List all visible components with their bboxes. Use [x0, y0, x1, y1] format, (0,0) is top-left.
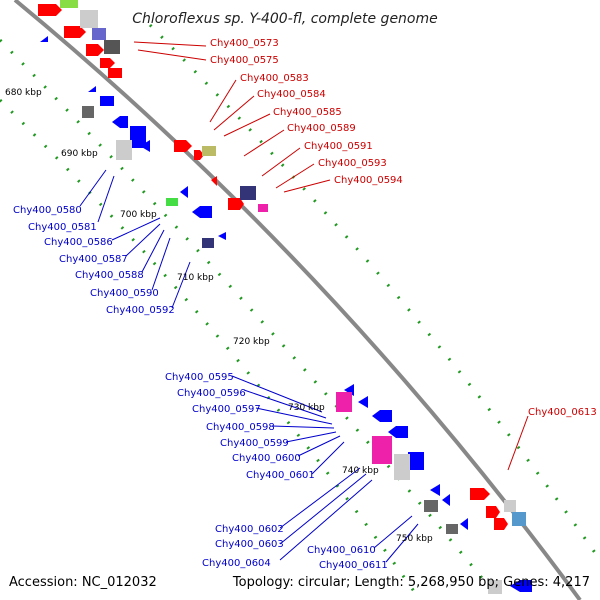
forward-genes	[38, 4, 508, 530]
kbp-tick-label: 690 kbp	[61, 149, 98, 159]
gene-label: Chy400_0584	[257, 89, 326, 100]
gene-label: Chy400_0593	[318, 158, 387, 169]
gene-label: Chy400_0596	[177, 388, 246, 399]
gene-label: Chy400_0573	[210, 38, 279, 49]
gene-label: Chy400_0575	[210, 55, 279, 66]
gene-label: Chy400_0589	[287, 123, 356, 134]
gene-label: Chy400_0581	[28, 222, 97, 233]
gene-label: Chy400_0611	[319, 560, 388, 571]
kbp-tick-label: 750 kbp	[396, 534, 433, 544]
blue-leader-lines	[79, 169, 419, 563]
gene-label: Chy400_0597	[192, 404, 261, 415]
other-genes	[60, 0, 526, 594]
gene-label: Chy400_0603	[215, 539, 284, 550]
gene-label: Chy400_0587	[59, 254, 128, 265]
gene-label: Chy400_0610	[307, 545, 376, 556]
gene-label: Chy400_0602	[215, 524, 284, 535]
map-title: Chloroflexus sp. Y-400-fl, complete geno…	[132, 11, 438, 27]
gene-label: Chy400_0599	[220, 438, 289, 449]
kbp-tick-label: 740 kbp	[342, 466, 379, 476]
gene-label: Chy400_0580	[13, 205, 82, 216]
gene-label: Chy400_0585	[273, 107, 342, 118]
gene-label: Chy400_0583	[240, 73, 309, 84]
kbp-tick-label: 700 kbp	[120, 210, 157, 220]
kbp-tick-label: 730 kbp	[288, 403, 325, 413]
red-leader-lines	[133, 41, 529, 471]
gene-label: Chy400_0613	[528, 407, 597, 418]
gene-label: Chy400_0604	[202, 558, 271, 569]
topology-text: Topology: circular; Length: 5,268,950 bp…	[232, 575, 590, 590]
gene-label: Chy400_0586	[44, 237, 113, 248]
gene-label: Chy400_0592	[106, 305, 175, 316]
gene-label: Chy400_0600	[232, 453, 301, 464]
kbp-tick-label: 710 kbp	[177, 273, 214, 283]
gene-label: Chy400_0594	[334, 175, 403, 186]
gene-label: Chy400_0590	[90, 288, 159, 299]
gene-label: Chy400_0595	[165, 372, 234, 383]
gc-track-outer	[148, 23, 600, 561]
reverse-genes	[40, 36, 532, 592]
gene-label: Chy400_0598	[206, 422, 275, 433]
gene-label: Chy400_0601	[246, 470, 315, 481]
gene-label: Chy400_0591	[304, 141, 373, 152]
kbp-tick-label: 720 kbp	[233, 337, 270, 347]
kbp-tick-label: 680 kbp	[5, 88, 42, 98]
accession-text: Accession: NC_012032	[9, 575, 157, 590]
gc-track-inner	[0, 38, 502, 600]
gene-label: Chy400_0588	[75, 270, 144, 281]
